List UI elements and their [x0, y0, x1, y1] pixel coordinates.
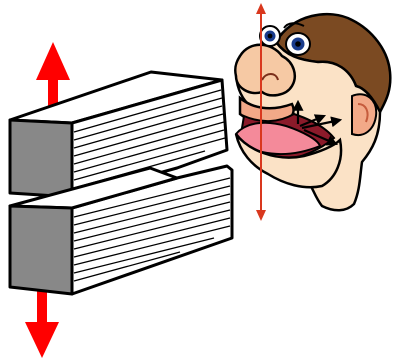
cartoon-face — [235, 3, 390, 221]
split-block-diagram — [10, 42, 232, 358]
